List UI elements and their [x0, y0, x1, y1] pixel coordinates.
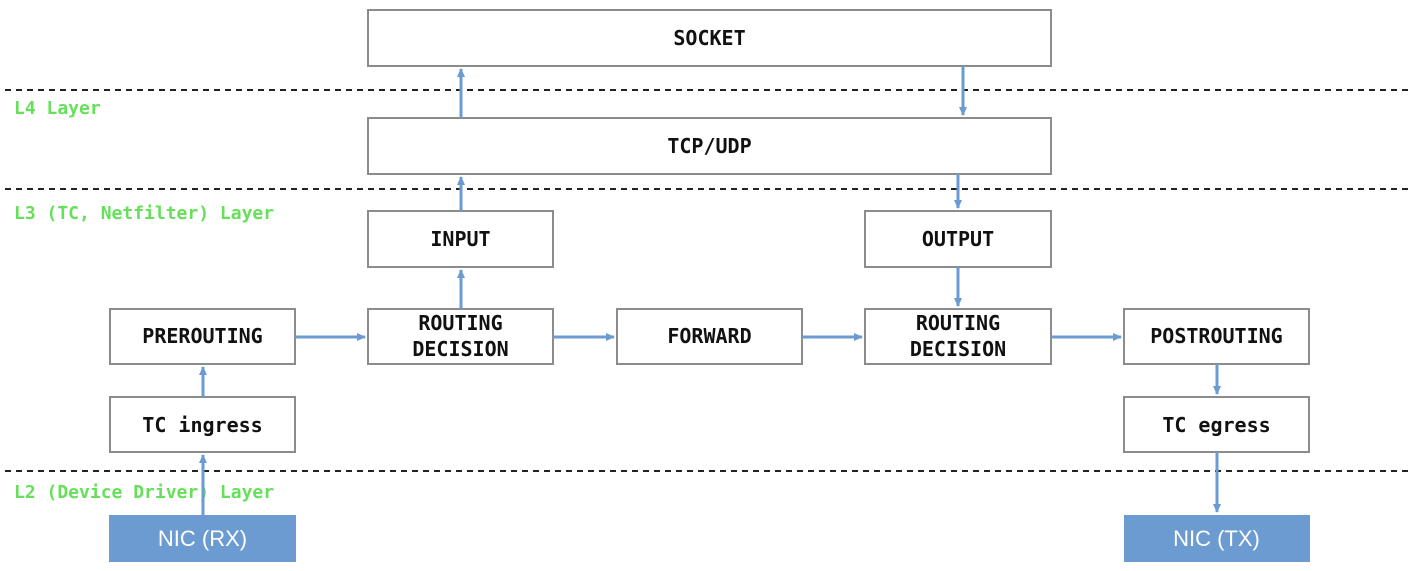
nic-rx-label: NIC (RX)	[158, 526, 247, 551]
output-box: OUTPUT	[864, 210, 1052, 268]
l3-layer-label: L3 (TC, Netfilter) Layer	[14, 203, 274, 224]
routing-decision-1-line2: DECISION	[412, 337, 508, 361]
l4-layer-label: L4 Layer	[14, 98, 101, 119]
routing-decision-2-line1: ROUTING	[916, 311, 1000, 335]
l2-layer-label: L2 (Device Driver) Layer	[14, 482, 274, 503]
socket-box: SOCKET	[367, 9, 1052, 67]
routing-decision-box-2: ROUTING DECISION	[864, 308, 1052, 365]
tcp-udp-label: TCP/UDP	[667, 134, 751, 158]
tc-egress-box: TC egress	[1123, 396, 1310, 453]
nic-tx-box: NIC (TX)	[1124, 515, 1310, 562]
input-box: INPUT	[367, 210, 554, 268]
postrouting-label: POSTROUTING	[1150, 324, 1282, 348]
forward-box: FORWARD	[616, 308, 803, 365]
tc-ingress-box: TC ingress	[109, 396, 296, 453]
socket-label: SOCKET	[673, 26, 745, 50]
tcp-udp-box: TCP/UDP	[367, 117, 1052, 175]
prerouting-box: PREROUTING	[109, 308, 296, 365]
tc-ingress-label: TC ingress	[142, 413, 262, 437]
routing-decision-1-line1: ROUTING	[418, 311, 502, 335]
output-label: OUTPUT	[922, 227, 994, 251]
forward-label: FORWARD	[667, 324, 751, 348]
routing-decision-box-1: ROUTING DECISION	[367, 308, 554, 365]
nic-tx-label: NIC (TX)	[1173, 526, 1260, 551]
input-label: INPUT	[430, 227, 490, 251]
routing-decision-2-line2: DECISION	[910, 337, 1006, 361]
tc-egress-label: TC egress	[1162, 413, 1270, 437]
nic-rx-box: NIC (RX)	[109, 515, 296, 562]
prerouting-label: PREROUTING	[142, 324, 262, 348]
postrouting-box: POSTROUTING	[1123, 308, 1310, 365]
